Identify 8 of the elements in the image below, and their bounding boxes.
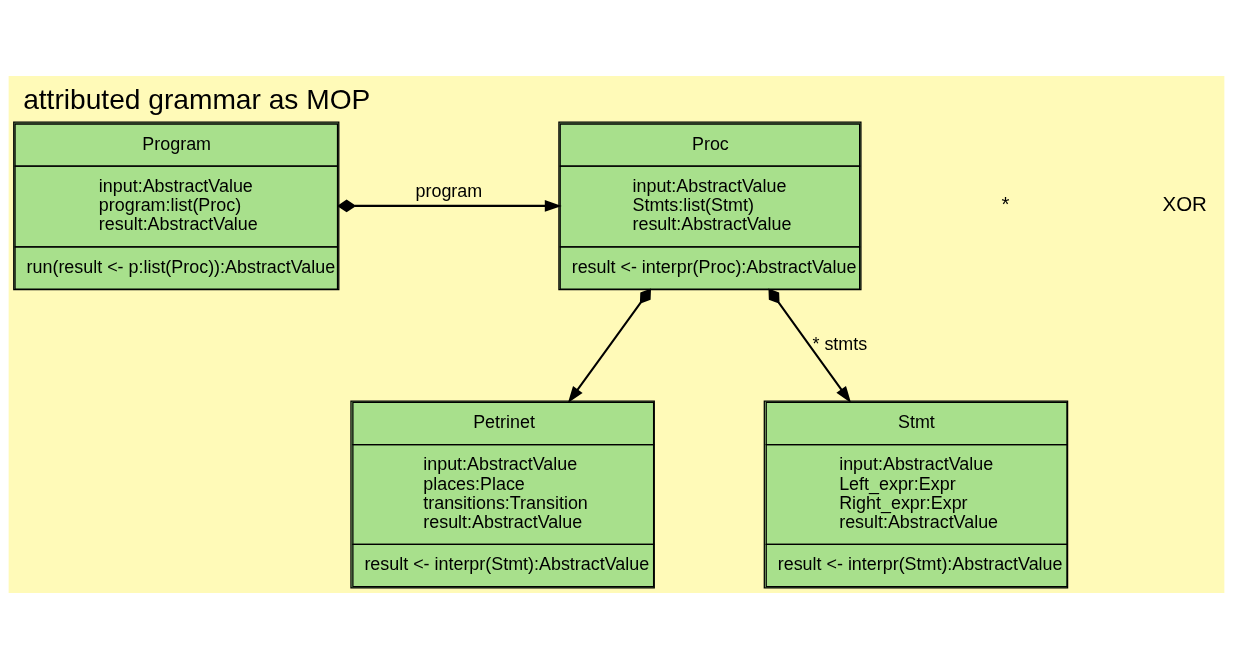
label: * (1001, 191, 1010, 215)
edge-label: * stmts (812, 333, 868, 354)
diagram-title: attributed grammar as MOP (23, 83, 371, 115)
edge-label: program (415, 180, 483, 201)
label: XOR (1162, 191, 1207, 215)
arrow (337, 199, 562, 212)
arrow (567, 287, 652, 403)
arrow (768, 287, 852, 403)
